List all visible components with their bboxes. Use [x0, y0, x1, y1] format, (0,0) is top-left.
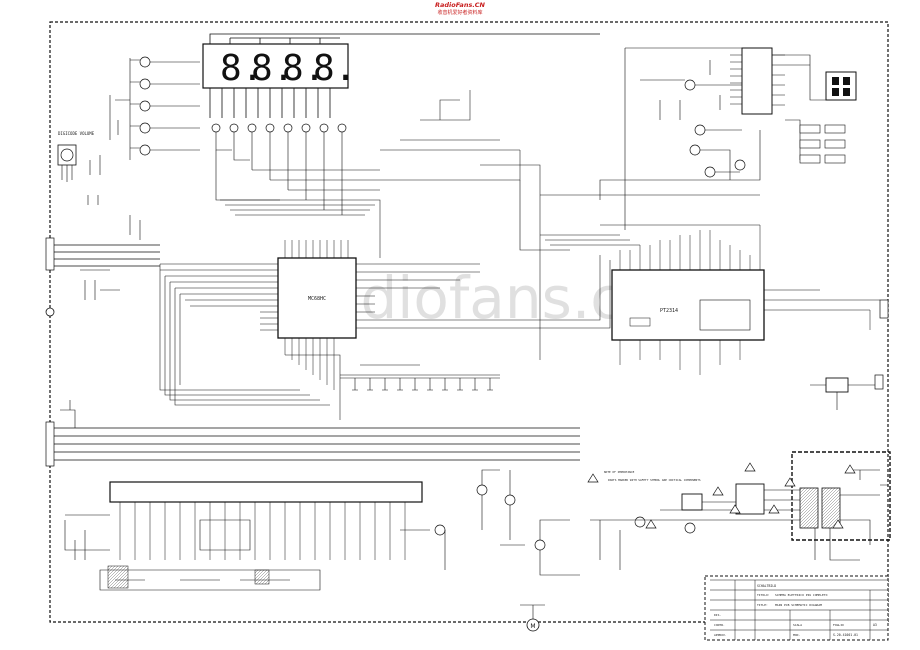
- title-row2-value: MAIN PCB SCHEMATIC DIAGRAM: [775, 603, 822, 607]
- volume-label: DIGICODE VOLUME: [58, 131, 95, 136]
- audio-ic-label: PT2314: [660, 308, 678, 314]
- title-row1-value: SCHEMA ELETTRICO PIU COMPLETO: [775, 593, 828, 597]
- display-pin-wires: [209, 33, 600, 118]
- audio-ic-pins: [540, 224, 880, 375]
- bottom-hatched-block: [254, 569, 270, 585]
- bottom-center-drivers: [434, 484, 546, 551]
- display-digit-1: 8.: [220, 48, 263, 89]
- title-company: SCHALTBILD: [757, 584, 776, 588]
- header-tagline: 收音机爱好者资料库: [437, 9, 482, 16]
- svg-text:M: M: [530, 623, 535, 630]
- title-scale: SCALA: [793, 623, 802, 627]
- ground-terminal-icon: [45, 307, 55, 317]
- warning-note-title: NOTE OF IMPORTANCE: [604, 470, 635, 474]
- title-drawn: DIS.: [714, 613, 721, 617]
- warning-triangles: [587, 462, 856, 529]
- board-outline: [49, 21, 889, 623]
- warning-note: PARTS MARKED WITH SAFETY SYMBOL ARE CRIT…: [608, 478, 701, 482]
- left-passive-network: [60, 155, 141, 428]
- volume-encoder: DIGICODE VOLUME: [57, 131, 95, 182]
- bottom-left-circuit: [64, 514, 321, 591]
- mains-section-outline: [791, 451, 891, 541]
- title-checked: CONTR.: [714, 623, 725, 627]
- power-supply-wiring: [590, 469, 888, 570]
- left-stack-wires: [109, 58, 200, 160]
- mcu-bus-wiring: [159, 90, 611, 420]
- upper-right-ic: [730, 47, 785, 115]
- title-model: MOD.: [793, 633, 800, 637]
- bottom-center-wiring: [400, 469, 580, 576]
- title-sheet: FOGLIO: [833, 623, 844, 627]
- relay-network: [799, 124, 846, 164]
- right-connector: [874, 299, 889, 390]
- capacitor-row: [340, 377, 500, 391]
- title-number: S.20.41001.01: [833, 633, 858, 637]
- upper-right-transistors: [684, 79, 746, 178]
- driver-transistor-row: [211, 123, 347, 133]
- mcu-label: MC68HC: [308, 296, 326, 302]
- mcu-pins: [260, 240, 375, 390]
- regulator-block: [810, 377, 875, 410]
- display-digit-4: 8.: [313, 48, 356, 89]
- title-approved: APPROV.: [714, 633, 727, 637]
- power-supply-section: [634, 483, 841, 534]
- title-row1-label: TITOLO:: [757, 593, 770, 597]
- left-connector-top: [45, 237, 160, 271]
- motor-icon: M: [520, 604, 545, 632]
- display-digit-3: 8.: [282, 48, 325, 89]
- left-connector-bottom: [45, 421, 580, 467]
- upper-right-wiring: [519, 47, 826, 251]
- upper-right-display-module: [825, 71, 857, 101]
- audio-processor-ic: PT2314: [611, 269, 765, 341]
- title-format: A3: [873, 623, 877, 627]
- header-site: RadioFans.CN: [435, 1, 486, 9]
- transistor-bus: [215, 132, 380, 215]
- left-transistor-stack: [139, 56, 151, 156]
- display-digit-2: 8.: [251, 48, 294, 89]
- bottom-ic-strip: [109, 481, 423, 560]
- bottom-left-hatched-block: [107, 565, 129, 589]
- seven-segment-display: 8. 8. 8. 8.: [202, 43, 356, 89]
- title-block: [704, 575, 889, 641]
- watermark-text: radiofans.cn: [301, 264, 659, 332]
- title-row2-label: TITLE:: [757, 603, 768, 607]
- main-microcontroller: MC68HC: [277, 257, 357, 339]
